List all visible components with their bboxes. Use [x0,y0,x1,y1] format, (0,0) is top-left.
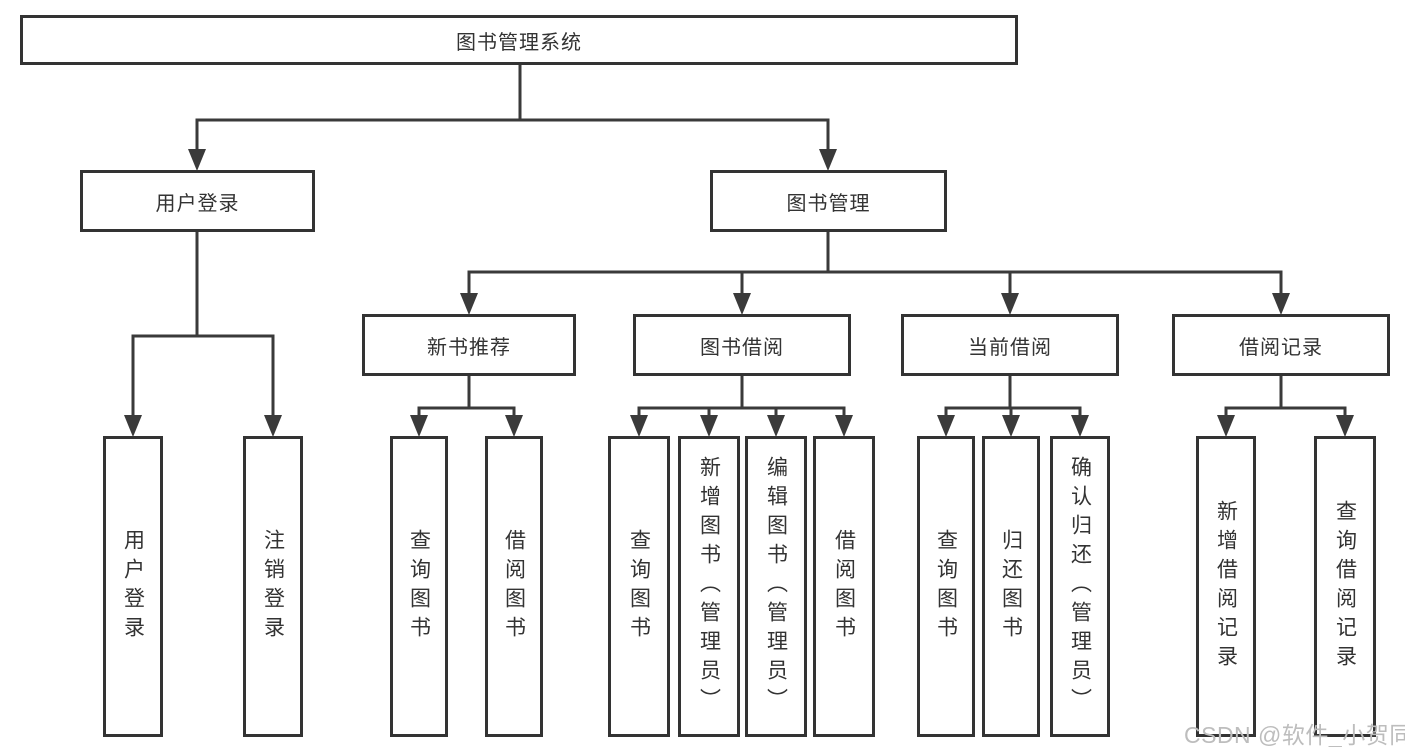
node-label: 用户登录 [155,192,240,215]
node-label: 查询图书 [627,528,651,645]
leaf-edit-books-admin: 编辑图书（管理员） [745,436,807,737]
leaf-add-borrow-record: 新增借阅记录 [1196,436,1256,737]
node-label: 借阅图书 [502,528,526,645]
connector [460,232,1290,315]
connector [188,65,837,171]
node-label: 用户登录 [121,528,145,645]
connector [124,232,282,437]
node-label: 查询图书 [407,528,431,645]
arrowhead-icon [630,415,648,437]
node-label: 借阅图书 [832,528,856,645]
node-label: 归还图书 [999,528,1023,645]
node-current-borrow: 当前借阅 [901,314,1119,376]
node-label: 编辑图书（管理员） [764,456,788,717]
node-label: 新增图书（管理员） [697,456,721,717]
node-borrow-records: 借阅记录 [1172,314,1390,376]
csdn-watermark: CSDN @软件_小贺同学 [1184,722,1405,747]
arrowhead-icon [460,293,478,315]
node-label: 新书推荐 [427,336,511,359]
node-label: 注销登录 [261,528,285,645]
arrowhead-icon [410,415,428,437]
arrowhead-icon [1001,293,1019,315]
leaf-query-books-recommend: 查询图书 [390,436,448,737]
node-book-management: 图书管理 [710,170,947,232]
node-book-borrow: 图书借阅 [633,314,851,376]
arrowhead-icon [1217,415,1235,437]
leaf-user-login: 用户登录 [103,436,163,737]
connector [1217,376,1354,437]
node-label: 图书管理系统 [456,31,582,54]
node-new-book-recommend: 新书推荐 [362,314,576,376]
arrowhead-icon [1071,415,1089,437]
connector [410,376,523,437]
leaf-query-borrow-record: 查询借阅记录 [1314,436,1376,737]
connector [937,376,1089,437]
node-label: 借阅记录 [1239,336,1323,359]
node-label: 图书借阅 [700,336,784,359]
leaf-return-books: 归还图书 [982,436,1040,737]
leaf-logout: 注销登录 [243,436,303,737]
arrowhead-icon [124,415,142,437]
leaf-query-books-current: 查询图书 [917,436,975,737]
node-user-login: 用户登录 [80,170,315,232]
leaf-confirm-return-admin: 确认归还（管理员） [1050,436,1110,737]
leaf-add-books-admin: 新增图书（管理员） [678,436,740,737]
node-label: 图书管理 [786,192,871,215]
arrowhead-icon [505,415,523,437]
leaf-borrow-books-recommend: 借阅图书 [485,436,543,737]
arrowhead-icon [1336,415,1354,437]
arrowhead-icon [700,415,718,437]
node-label: 查询借阅记录 [1333,499,1357,674]
leaf-borrow-books: 借阅图书 [813,436,875,737]
node-label: 确认归还（管理员） [1068,456,1092,717]
arrowhead-icon [937,415,955,437]
leaf-query-books-borrow: 查询图书 [608,436,670,737]
arrowhead-icon [767,415,785,437]
node-label: 查询图书 [934,528,958,645]
arrowhead-icon [819,149,837,171]
node-label: 当前借阅 [968,336,1052,359]
node-label: 新增借阅记录 [1214,499,1238,674]
arrowhead-icon [835,415,853,437]
arrowhead-icon [1272,293,1290,315]
connector [630,376,853,437]
arrowhead-icon [1002,415,1020,437]
arrowhead-icon [264,415,282,437]
arrowhead-icon [733,293,751,315]
node-library-system: 图书管理系统 [20,15,1018,65]
arrowhead-icon [188,149,206,171]
